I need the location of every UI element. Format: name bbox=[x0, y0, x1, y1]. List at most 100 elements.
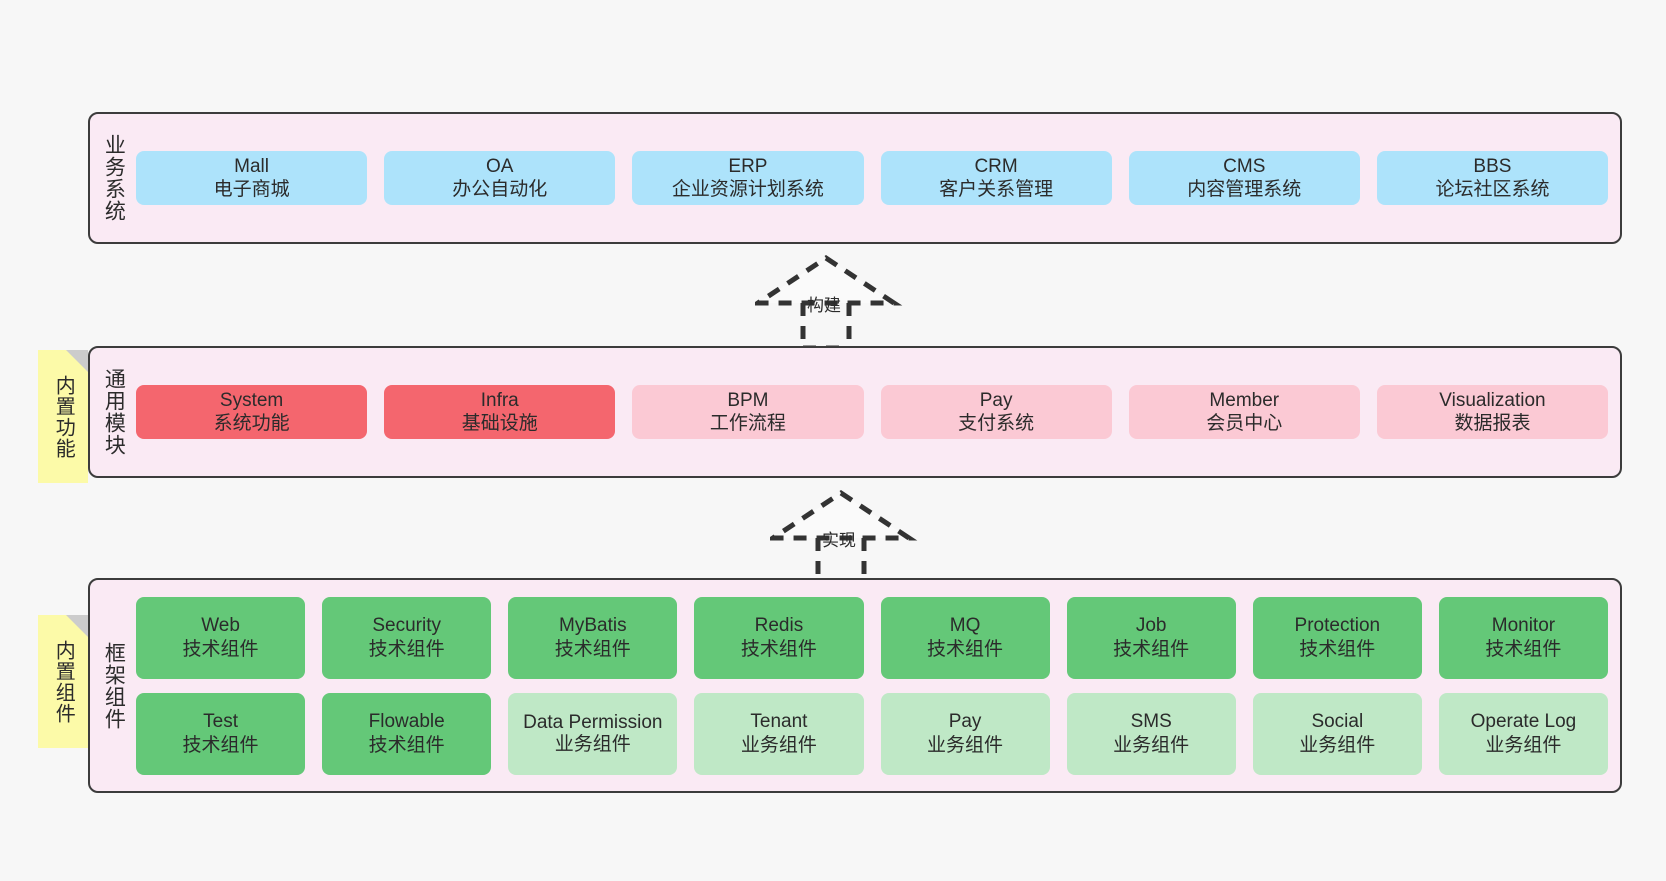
card-erp[interactable]: ERP 企业资源计划系统 bbox=[632, 150, 864, 206]
card-crm[interactable]: CRM 客户关系管理 bbox=[880, 150, 1112, 206]
card-subtitle: 会员中心 bbox=[1206, 413, 1283, 434]
layer-body-framework-components: Web 技术组件 Security 技术组件 MyBatis 技术组件 Redi… bbox=[136, 580, 1620, 791]
card-subtitle: 技术组件 bbox=[1113, 638, 1190, 660]
card-subtitle: 基础设施 bbox=[461, 413, 538, 434]
card-title: Visualization bbox=[1439, 389, 1546, 411]
card-subtitle: 技术组件 bbox=[368, 734, 445, 756]
layer-title-business-systems: 业务系统 bbox=[102, 134, 126, 222]
card-row: System 系统功能 Infra 基础设施 BPM 工作流程 Pay 支付系统… bbox=[136, 384, 1609, 440]
layer-title-common-modules: 通用模块 bbox=[102, 368, 126, 456]
card-title: CMS bbox=[1223, 155, 1266, 177]
card-title: Data Permission bbox=[523, 712, 663, 734]
card-monitor[interactable]: Monitor 技术组件 bbox=[1438, 596, 1608, 679]
card-title: Test bbox=[203, 711, 238, 733]
card-subtitle: 客户关系管理 bbox=[939, 179, 1054, 200]
connector-implement: 实现 bbox=[764, 490, 920, 586]
card-subtitle: 业务组件 bbox=[1299, 734, 1376, 756]
card-subtitle: 业务组件 bbox=[740, 734, 817, 756]
card-flowable[interactable]: Flowable 技术组件 bbox=[322, 692, 492, 775]
card-web[interactable]: Web 技术组件 bbox=[136, 596, 306, 679]
card-subtitle: 数据报表 bbox=[1454, 413, 1531, 434]
card-subtitle: 电子商城 bbox=[213, 179, 290, 200]
card-title: Member bbox=[1209, 389, 1280, 411]
card-title: SMS bbox=[1130, 711, 1172, 733]
layer-body-common-modules: System 系统功能 Infra 基础设施 BPM 工作流程 Pay 支付系统… bbox=[136, 348, 1620, 476]
note-fold-icon bbox=[66, 615, 88, 637]
note-fold-icon bbox=[66, 350, 88, 372]
card-subtitle: 企业资源计划系统 bbox=[671, 179, 824, 200]
card-subtitle: 支付系统 bbox=[958, 413, 1035, 434]
card-title: ERP bbox=[728, 155, 768, 177]
card-job[interactable]: Job 技术组件 bbox=[1066, 596, 1236, 679]
layer-framework-components: 框架组件 Web 技术组件 Security 技术组件 MyBatis 技术组件… bbox=[88, 578, 1622, 793]
card-title: OA bbox=[486, 155, 514, 177]
card-data-permission[interactable]: Data Permission 业务组件 bbox=[508, 692, 678, 775]
card-title: Pay bbox=[948, 711, 982, 733]
layer-body-business-systems: Mall 电子商城 OA 办公自动化 ERP 企业资源计划系统 CRM 客户关系… bbox=[136, 114, 1620, 242]
card-oa[interactable]: OA 办公自动化 bbox=[384, 150, 616, 206]
card-title: Redis bbox=[754, 615, 804, 637]
card-subtitle: 业务组件 bbox=[1113, 734, 1190, 756]
card-title: Protection bbox=[1294, 615, 1381, 637]
connector-implement-label: 实现 bbox=[822, 531, 856, 550]
card-title: Pay bbox=[979, 389, 1013, 411]
card-subtitle: 技术组件 bbox=[368, 638, 445, 660]
card-title: MQ bbox=[949, 615, 981, 637]
card-redis[interactable]: Redis 技术组件 bbox=[694, 596, 864, 679]
card-title: Flowable bbox=[368, 711, 445, 733]
card-title: Mall bbox=[234, 155, 269, 177]
card-subtitle: 业务组件 bbox=[554, 733, 631, 755]
card-operate-log[interactable]: Operate Log 业务组件 bbox=[1438, 692, 1608, 775]
card-bpm[interactable]: BPM 工作流程 bbox=[632, 384, 864, 440]
card-subtitle: 办公自动化 bbox=[452, 179, 548, 200]
card-test[interactable]: Test 技术组件 bbox=[136, 692, 306, 775]
card-tenant[interactable]: Tenant 业务组件 bbox=[694, 692, 864, 775]
card-title: BBS bbox=[1473, 155, 1512, 177]
card-subtitle: 技术组件 bbox=[182, 734, 259, 756]
card-title: Tenant bbox=[750, 711, 808, 733]
card-member[interactable]: Member 会员中心 bbox=[1128, 384, 1360, 440]
layer-common-modules: 通用模块 System 系统功能 Infra 基础设施 BPM 工作流程 Pay… bbox=[88, 346, 1622, 478]
card-visualization[interactable]: Visualization 数据报表 bbox=[1376, 384, 1609, 440]
card-pay-business[interactable]: Pay 业务组件 bbox=[880, 692, 1050, 775]
layer-business-systems: 业务系统 Mall 电子商城 OA 办公自动化 ERP 企业资源计划系统 CRM… bbox=[88, 112, 1622, 244]
card-subtitle: 业务组件 bbox=[1485, 734, 1562, 756]
generalization-arrow-icon bbox=[764, 490, 918, 586]
note-label: 内置功能 bbox=[52, 374, 75, 459]
card-row: Mall 电子商城 OA 办公自动化 ERP 企业资源计划系统 CRM 客户关系… bbox=[136, 150, 1609, 206]
card-row: Web 技术组件 Security 技术组件 MyBatis 技术组件 Redi… bbox=[136, 596, 1608, 679]
card-mq[interactable]: MQ 技术组件 bbox=[880, 596, 1050, 679]
card-title: Job bbox=[1135, 615, 1167, 637]
card-bbs[interactable]: BBS 论坛社区系统 bbox=[1376, 150, 1609, 206]
card-subtitle: 技术组件 bbox=[554, 638, 631, 660]
card-title: Operate Log bbox=[1470, 711, 1577, 733]
card-title: Social bbox=[1311, 711, 1364, 733]
card-title: Infra bbox=[480, 389, 519, 411]
card-cms[interactable]: CMS 内容管理系统 bbox=[1128, 150, 1360, 206]
card-mybatis[interactable]: MyBatis 技术组件 bbox=[508, 596, 678, 679]
card-system[interactable]: System 系统功能 bbox=[136, 384, 368, 440]
card-subtitle: 技术组件 bbox=[740, 638, 817, 660]
connector-build-label: 构建 bbox=[807, 296, 841, 315]
card-title: BPM bbox=[727, 389, 769, 411]
card-title: Monitor bbox=[1491, 615, 1556, 637]
card-row: Test 技术组件 Flowable 技术组件 Data Permission … bbox=[136, 692, 1608, 775]
card-subtitle: 技术组件 bbox=[927, 638, 1004, 660]
card-title: Security bbox=[372, 615, 441, 637]
card-sms[interactable]: SMS 业务组件 bbox=[1066, 692, 1236, 775]
card-security[interactable]: Security 技术组件 bbox=[322, 596, 492, 679]
card-subtitle: 技术组件 bbox=[182, 638, 259, 660]
card-infra[interactable]: Infra 基础设施 bbox=[384, 384, 616, 440]
connector-build: 构建 bbox=[749, 255, 905, 351]
card-subtitle: 论坛社区系统 bbox=[1435, 179, 1550, 200]
card-pay[interactable]: Pay 支付系统 bbox=[880, 384, 1112, 440]
card-title: CRM bbox=[974, 155, 1018, 177]
card-subtitle: 业务组件 bbox=[927, 734, 1004, 756]
card-subtitle: 内容管理系统 bbox=[1187, 179, 1302, 200]
card-mall[interactable]: Mall 电子商城 bbox=[136, 150, 368, 206]
card-social[interactable]: Social 业务组件 bbox=[1252, 692, 1422, 775]
card-subtitle: 技术组件 bbox=[1485, 638, 1562, 660]
card-protection[interactable]: Protection 技术组件 bbox=[1252, 596, 1422, 679]
note-label: 内置组件 bbox=[52, 639, 75, 724]
